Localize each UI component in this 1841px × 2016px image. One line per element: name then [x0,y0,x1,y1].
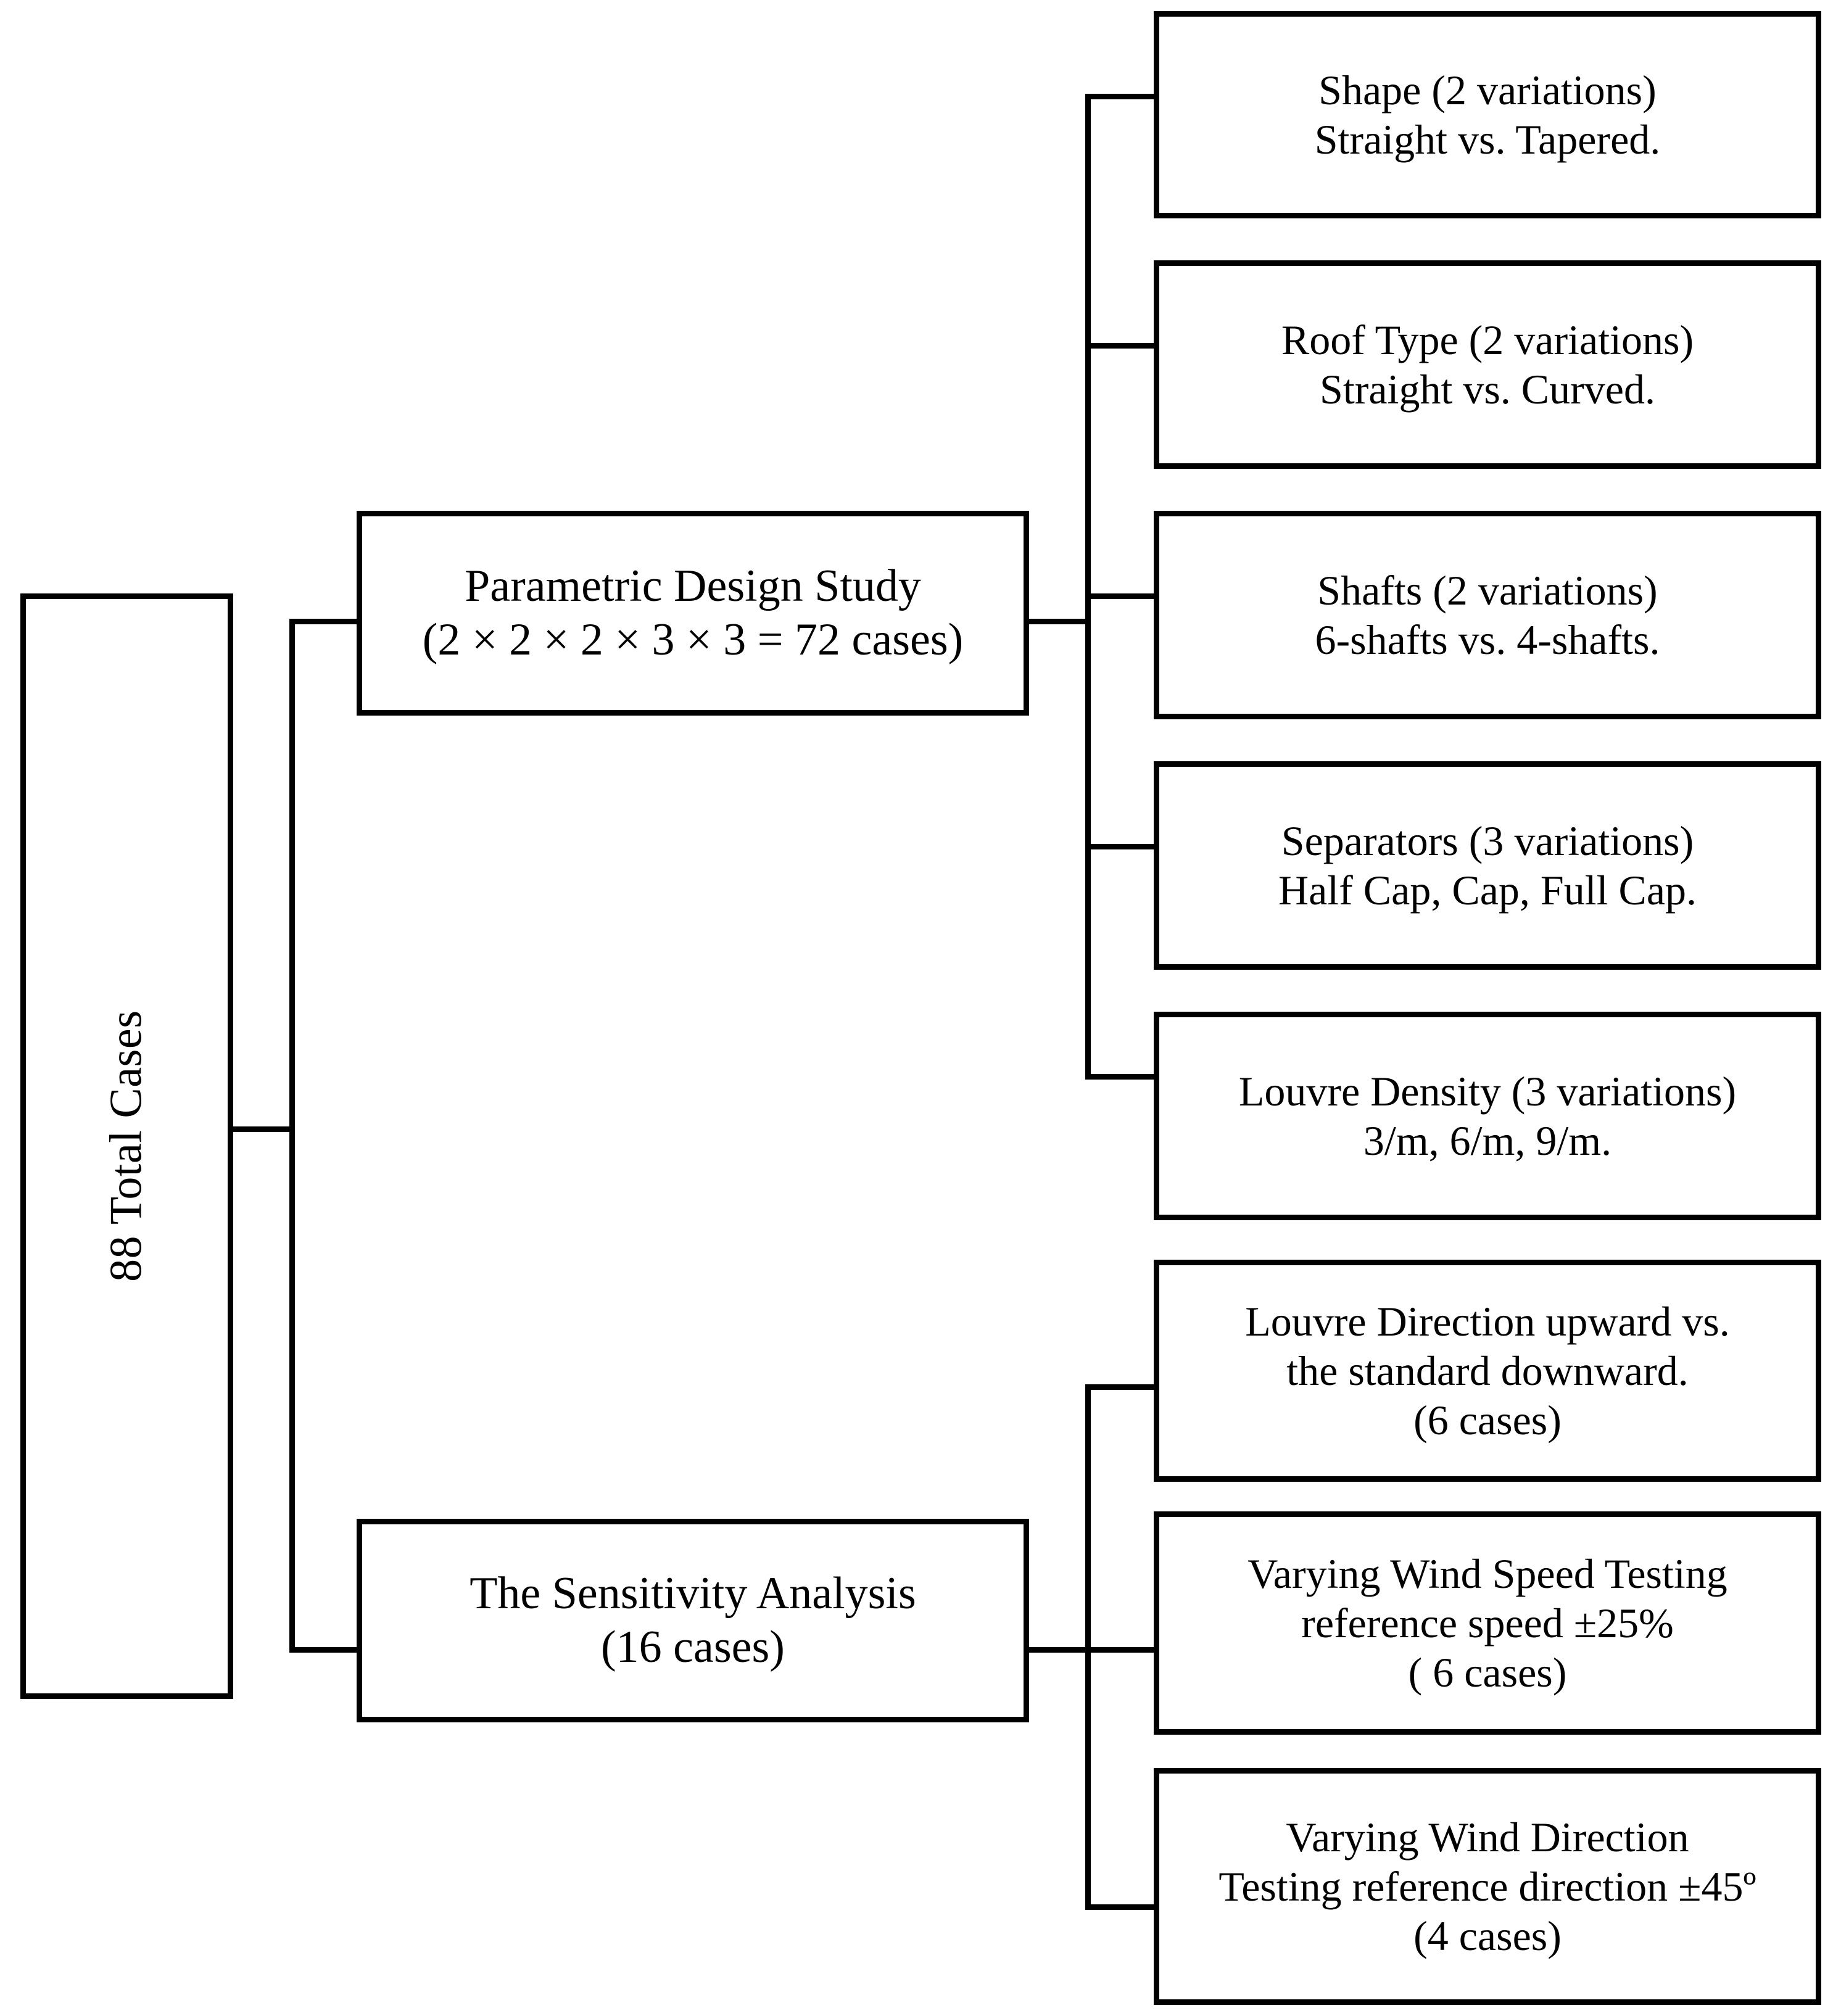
connector-to-shafts [1085,593,1157,599]
node-roof-type: Roof Type (2 variations) Straight vs. Cu… [1154,260,1821,469]
node-wind-speed: Varying Wind Speed Testing reference spe… [1154,1511,1821,1735]
node-shafts-label: Shafts (2 variations) 6-shafts vs. 4-sha… [1315,566,1660,663]
connector-parametric-trunk [1085,94,1091,1080]
node-wind-speed-label: Varying Wind Speed Testing reference spe… [1247,1550,1727,1696]
node-wind-direction-label: Varying Wind Direction Testing reference… [1218,1813,1756,1960]
connector-to-parametric [289,619,358,624]
node-wind-direction: Varying Wind Direction Testing reference… [1154,1768,1821,2005]
connector-to-louvre-density [1085,1074,1157,1080]
node-total-cases: 88 Total Cases [20,593,233,1699]
node-sensitivity-analysis-label: The Sensitivity Analysis (16 cases) [470,1568,916,1672]
connector-to-shape [1085,94,1157,99]
node-louvre-direction: Louvre Direction upward vs. the standard… [1154,1260,1821,1482]
node-louvre-density-label: Louvre Density (3 variations) 3/m, 6/m, … [1238,1067,1737,1164]
connector-root-stub [233,1126,295,1132]
node-roof-type-label: Roof Type (2 variations) Straight vs. Cu… [1281,316,1694,413]
connector-parametric-out [1027,619,1091,624]
node-louvre-density: Louvre Density (3 variations) 3/m, 6/m, … [1154,1012,1821,1220]
node-shafts: Shafts (2 variations) 6-shafts vs. 4-sha… [1154,511,1821,719]
connector-to-sensitivity [289,1647,358,1653]
connector-to-roof [1085,343,1157,349]
node-shape: Shape (2 variations) Straight vs. Tapere… [1154,11,1821,218]
node-parametric-design-study: Parametric Design Study (2 × 2 × 2 × 3 ×… [357,511,1029,716]
node-shape-label: Shape (2 variations) Straight vs. Tapere… [1314,66,1661,163]
connector-to-separators [1085,844,1157,849]
connector-sensitivity-out [1027,1647,1091,1653]
node-sensitivity-analysis: The Sensitivity Analysis (16 cases) [357,1519,1029,1722]
node-separators-label: Separators (3 variations) Half Cap, Cap,… [1278,817,1697,914]
connector-to-louvre-direction [1085,1384,1157,1390]
node-total-cases-label: 88 Total Cases [101,1010,152,1283]
node-parametric-design-study-label: Parametric Design Study (2 × 2 × 2 × 3 ×… [422,560,964,665]
node-louvre-direction-label: Louvre Direction upward vs. the standard… [1245,1297,1730,1444]
connector-to-wind-direction [1085,1904,1157,1910]
connector-to-wind-speed [1085,1647,1157,1653]
node-separators: Separators (3 variations) Half Cap, Cap,… [1154,761,1821,970]
connector-root-trunk [289,619,295,1653]
